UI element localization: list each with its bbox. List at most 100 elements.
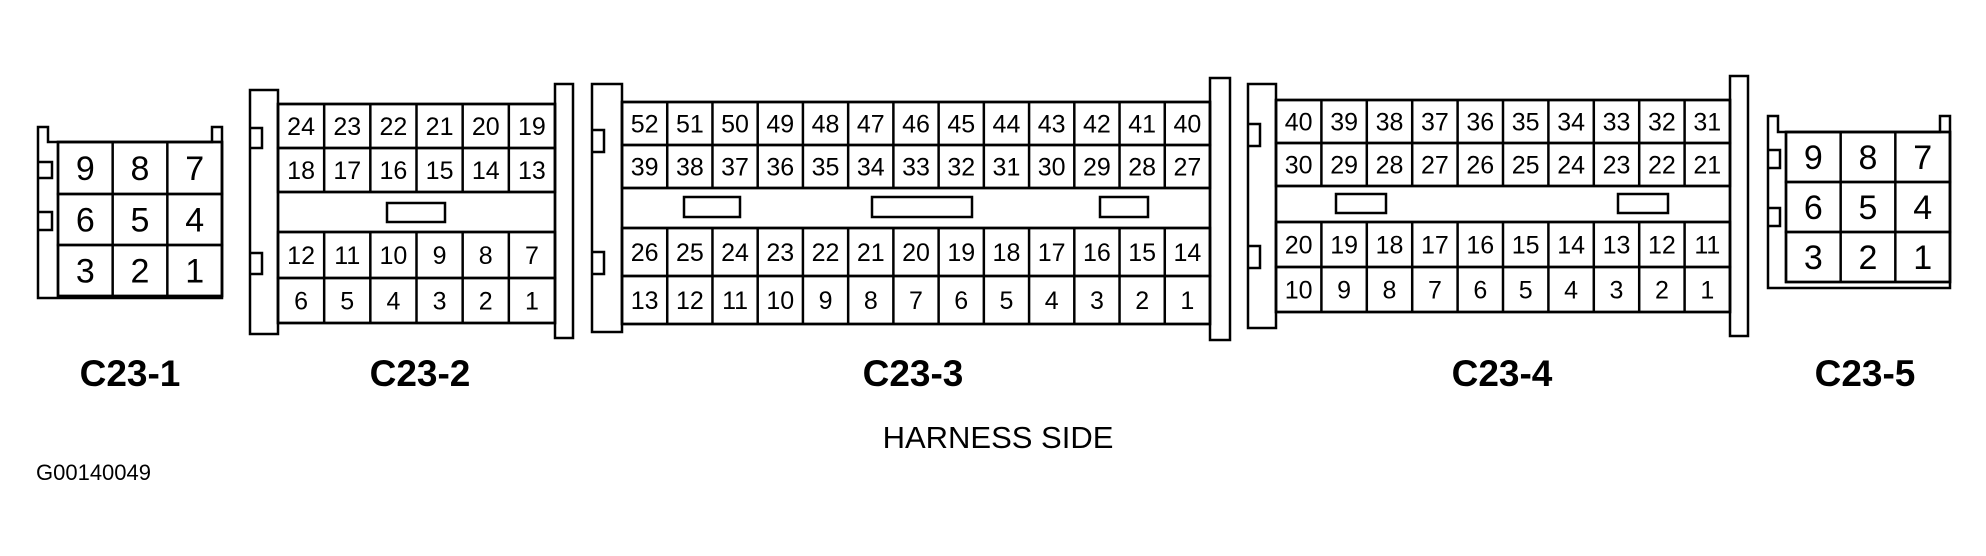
pin-number: 24	[1557, 152, 1585, 180]
pin-number: 14	[472, 157, 500, 185]
pin-number: 28	[1128, 154, 1156, 182]
pin-number: 3	[76, 253, 95, 291]
key-slot	[870, 195, 974, 219]
connector-label-c23-5: C23-5	[1815, 353, 1916, 394]
pin-number: 23	[333, 113, 361, 141]
pin-number: 15	[426, 157, 454, 185]
pin-number: 3	[1804, 239, 1823, 277]
pin-number: 12	[1648, 232, 1676, 260]
pin-number: 6	[76, 202, 95, 240]
pin-number: 3	[1090, 287, 1104, 315]
pin-number: 9	[76, 150, 95, 188]
pin-number: 18	[287, 157, 315, 185]
pin-number: 13	[631, 287, 659, 315]
pin-number: 1	[185, 253, 204, 291]
pin-number: 6	[1804, 189, 1823, 227]
pin-row	[1784, 230, 1952, 284]
pin-number: 4	[1564, 277, 1578, 305]
pin-number: 33	[902, 154, 930, 182]
pin-number: 25	[676, 239, 704, 267]
pin-number: 40	[1285, 109, 1313, 137]
pin-number: 48	[812, 111, 840, 139]
pin-number: 5	[340, 288, 354, 316]
pin-number: 36	[1466, 109, 1494, 137]
pin-number: 12	[676, 287, 704, 315]
pin-number: 44	[993, 111, 1021, 139]
pin-number: 32	[1648, 109, 1676, 137]
pin-number: 30	[1038, 154, 1066, 182]
pin-number: 20	[902, 239, 930, 267]
pin-number: 31	[993, 154, 1021, 182]
pin-number: 4	[1913, 189, 1932, 227]
key-slot	[1334, 192, 1388, 215]
pin-number: 35	[1512, 109, 1540, 137]
pin-number: 11	[1694, 232, 1720, 260]
pin-number: 9	[819, 287, 833, 315]
pin-number: 23	[1603, 152, 1631, 180]
pin-number: 17	[1421, 232, 1449, 260]
key-slot	[1616, 192, 1670, 215]
pin-number: 8	[1859, 139, 1878, 177]
pin-number: 2	[479, 288, 493, 316]
pin-number: 21	[426, 113, 454, 141]
pin-number: 12	[287, 242, 315, 270]
pin-number: 10	[766, 287, 794, 315]
pin-number: 13	[1603, 232, 1631, 260]
pin-number: 5	[131, 202, 150, 240]
pin-number: 29	[1330, 152, 1358, 180]
pin-number: 9	[1804, 139, 1823, 177]
pin-number: 1	[1700, 277, 1714, 305]
pin-number: 28	[1376, 152, 1404, 180]
pin-number: 52	[631, 111, 659, 139]
pin-number: 29	[1083, 154, 1111, 182]
pin-number: 32	[947, 154, 975, 182]
pin-number: 21	[857, 239, 885, 267]
key-slot	[1098, 195, 1150, 219]
pin-number: 39	[1330, 109, 1358, 137]
pin-number: 10	[380, 242, 408, 270]
pin-number: 27	[1173, 154, 1201, 182]
pin-number: 15	[1512, 232, 1540, 260]
pin-number: 46	[902, 111, 930, 139]
pin-number: 27	[1421, 152, 1449, 180]
pin-number: 1	[1180, 287, 1194, 315]
reference-id: G00140049	[36, 460, 151, 485]
pin-number: 14	[1173, 239, 1201, 267]
pin-number: 13	[518, 157, 546, 185]
pin-number: 25	[1512, 152, 1540, 180]
pin-number: 3	[1610, 277, 1624, 305]
pin-number: 8	[1383, 277, 1397, 305]
pin-number: 47	[857, 111, 885, 139]
pin-number: 9	[1337, 277, 1351, 305]
pin-number: 14	[1557, 232, 1585, 260]
connector-label-c23-4: C23-4	[1452, 353, 1553, 394]
pin-number: 8	[131, 150, 150, 188]
pin-number: 22	[1648, 152, 1676, 180]
pin-number: 26	[631, 239, 659, 267]
pin-number: 41	[1128, 111, 1156, 139]
connector-label-c23-2: C23-2	[370, 353, 471, 394]
pin-number: 20	[1285, 232, 1313, 260]
pin-number: 19	[947, 239, 975, 267]
pin-number: 26	[1466, 152, 1494, 180]
pin-number: 7	[1913, 139, 1932, 177]
pin-number: 2	[1859, 239, 1878, 277]
pin-number: 3	[433, 288, 447, 316]
pin-number: 2	[1655, 277, 1669, 305]
pin-number: 7	[525, 242, 539, 270]
pin-number: 34	[857, 154, 885, 182]
pin-number: 1	[525, 288, 539, 316]
pin-number: 24	[721, 239, 749, 267]
pin-number: 51	[676, 111, 704, 139]
pin-number: 40	[1173, 111, 1201, 139]
pin-number: 31	[1693, 109, 1721, 137]
key-slot	[385, 201, 447, 224]
pin-number: 49	[766, 111, 794, 139]
pin-row	[56, 243, 224, 298]
pin-number: 9	[433, 242, 447, 270]
